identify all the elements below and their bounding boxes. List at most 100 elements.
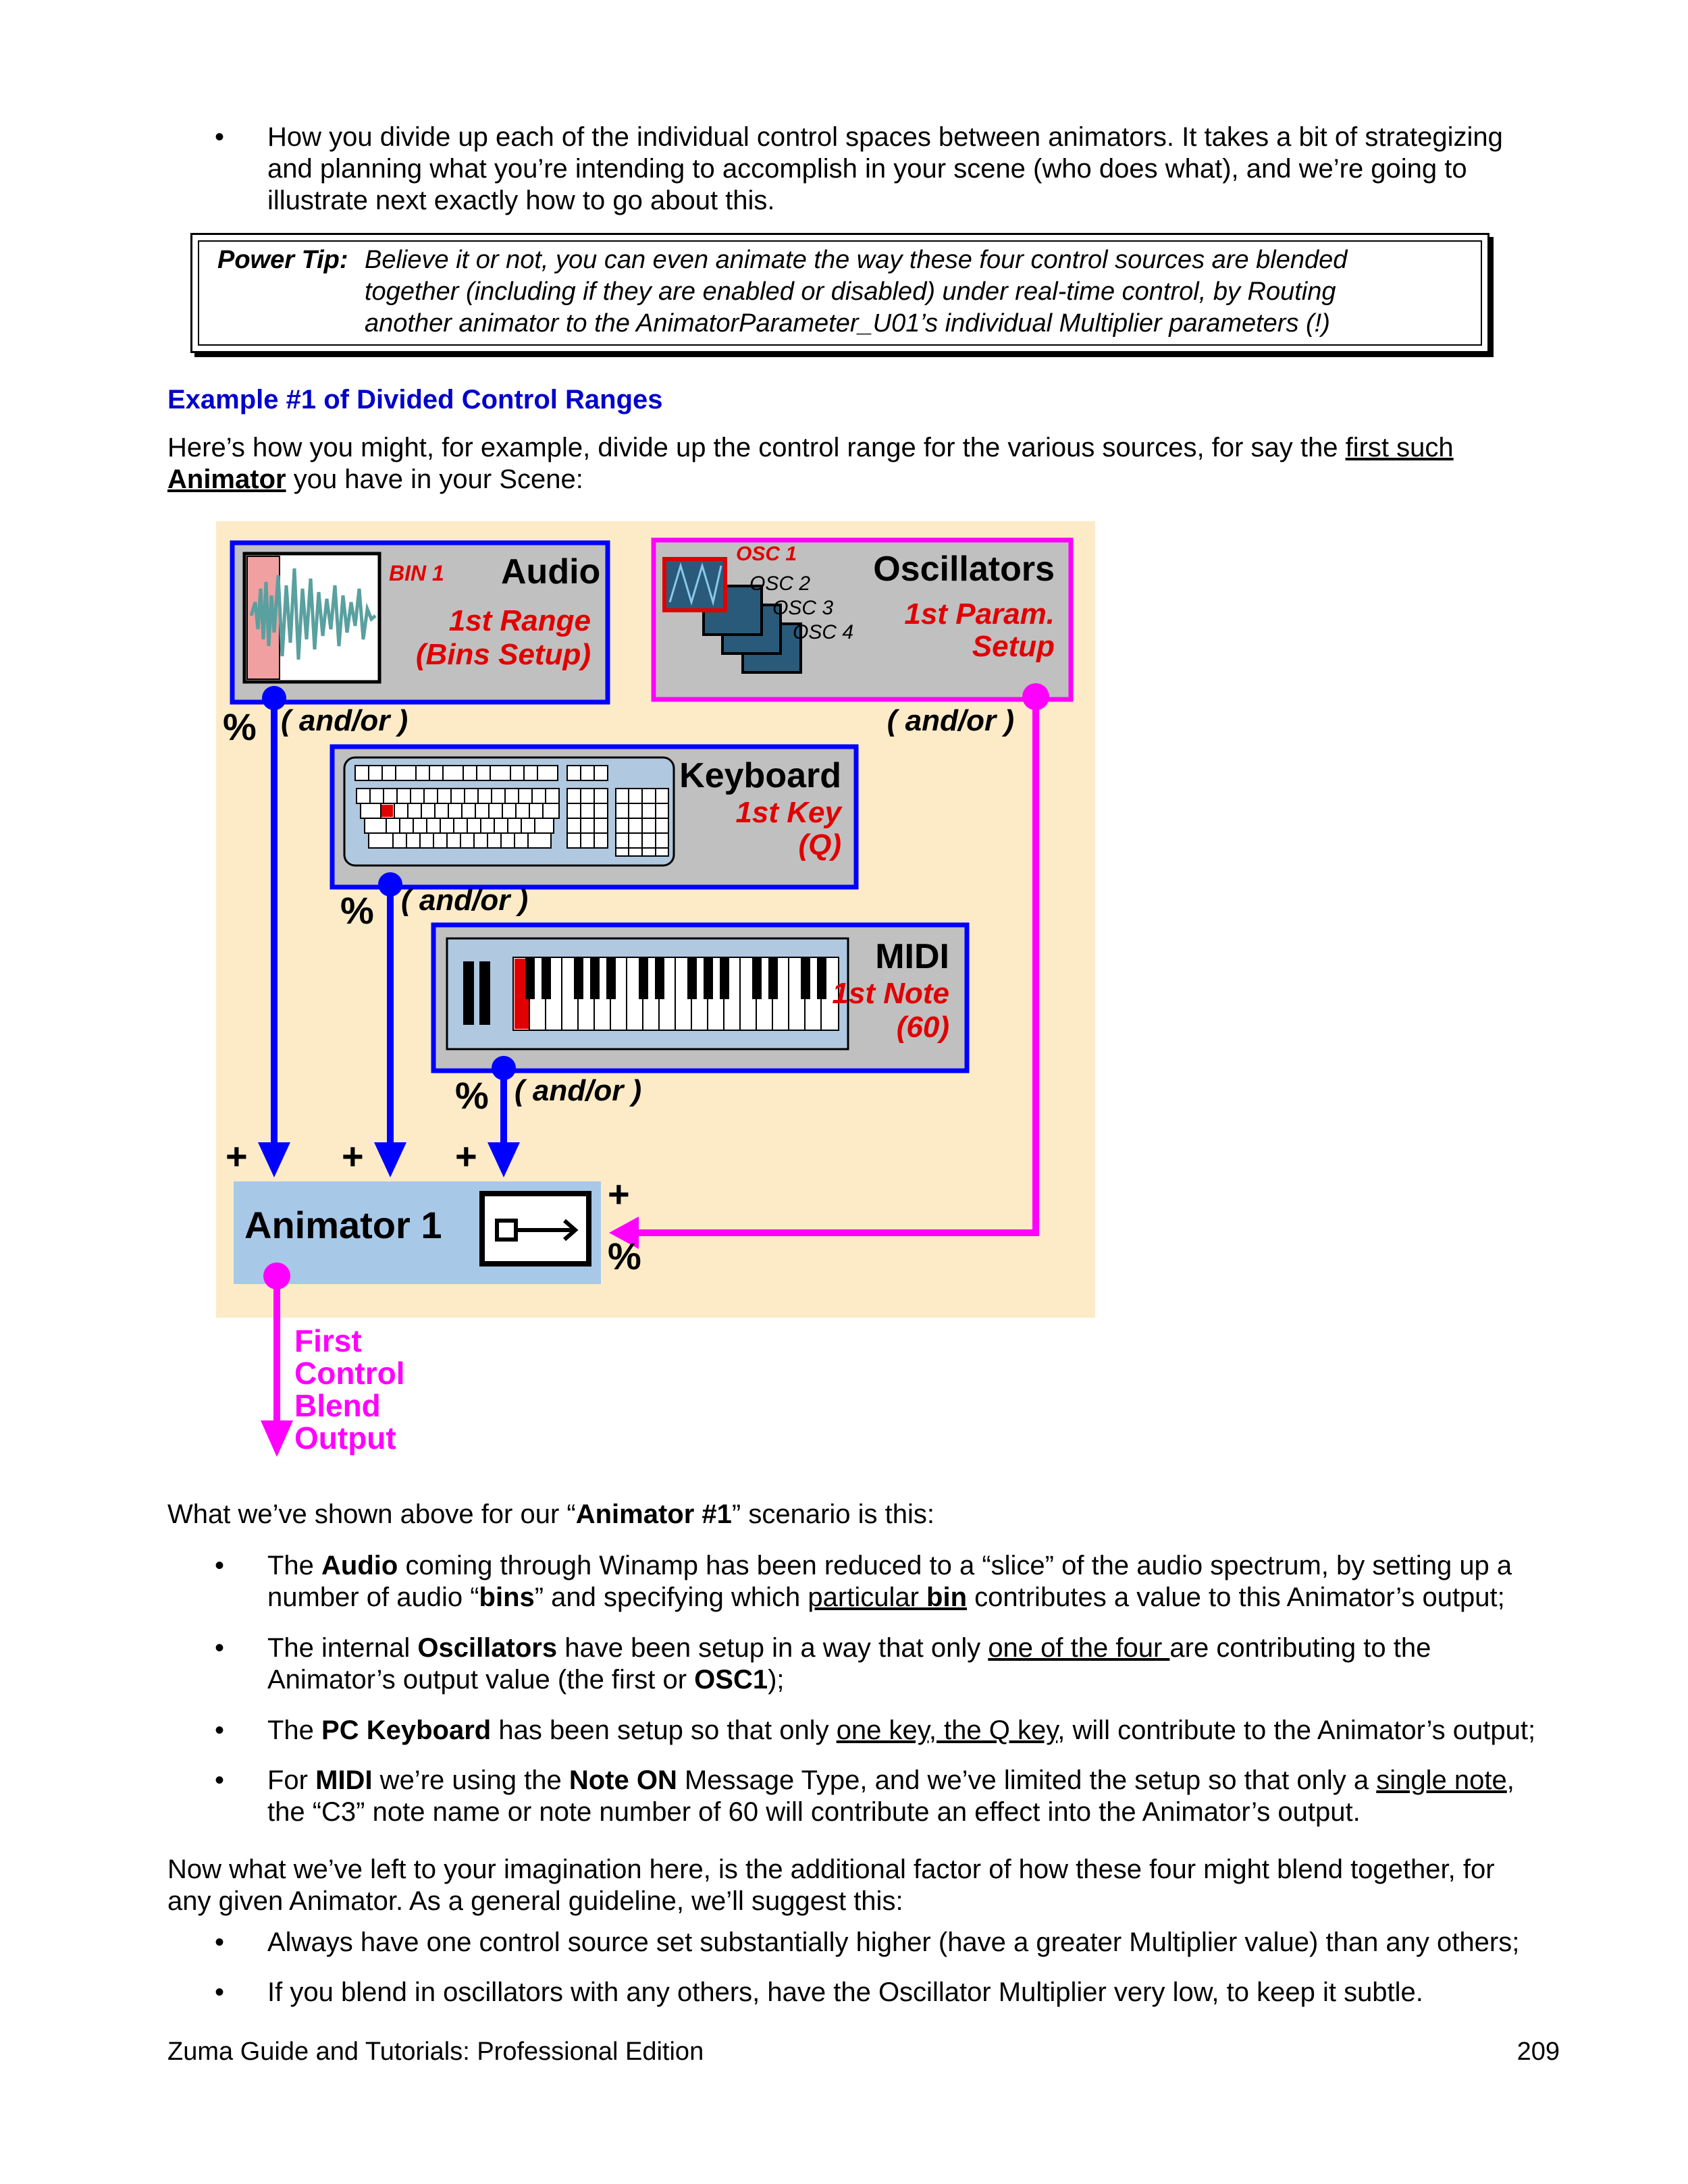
summary-intro: What we’ve shown above for our “Animator… <box>167 1499 934 1530</box>
bullet-audio: The Audio coming through Winamp has been… <box>267 1550 1584 1614</box>
percent-midi: % <box>455 1074 489 1117</box>
keyboard-sub-2: (Q) <box>798 828 841 861</box>
bullet-text: number of audio “ <box>267 1582 479 1612</box>
keyboard-connector <box>374 872 406 1177</box>
audio-sub-1: 1st Range <box>449 604 591 637</box>
power-tip-line-1: Believe it or not, you can even animate … <box>365 246 1348 274</box>
andor-label-midi: ( and/or ) <box>515 1074 641 1107</box>
intro-line-1: How you divide up each of the individual… <box>267 122 1503 152</box>
bullet-bold: OSC1 <box>694 1665 768 1695</box>
bullet-keyboard: The PC Keyboard has been setup so that o… <box>267 1715 1584 1747</box>
bullet-midi: For MIDI we’re using the Note ON Message… <box>267 1765 1584 1828</box>
plus-keyboard: + <box>342 1135 364 1177</box>
osc-3-label: OSC 3 <box>772 597 833 619</box>
output-label-3: Blend <box>294 1388 381 1423</box>
bullet-marker: • <box>215 1927 225 1957</box>
bullet-bold: MIDI <box>315 1765 373 1795</box>
andor-label-keyboard: ( and/or ) <box>401 884 528 917</box>
footer-title: Zuma Guide and Tutorials: Professional E… <box>167 2037 704 2066</box>
andor-label-oscillators: ( and/or ) <box>887 704 1014 737</box>
bullet-underline: single note <box>1376 1765 1507 1795</box>
bullet-text: The internal <box>267 1633 418 1663</box>
oscillators-sub-1: 1st Param. <box>904 597 1055 631</box>
midi-source-box: MIDI 1st Note (60) <box>431 922 970 1073</box>
bullet-text: , will contribute to the Animator’s outp… <box>1057 1715 1536 1745</box>
oscillator-icons <box>662 557 802 674</box>
intro-paragraph-rest: you have in your Scene: <box>286 464 583 494</box>
oscillators-connector <box>609 683 1049 1249</box>
q-key-highlight <box>381 805 393 817</box>
oscillators-source-box: OSC 1 OSC 2 OSC 3 OSC 4 Oscillators 1st … <box>651 537 1074 702</box>
intro-bullet: How you divide up each of the individual… <box>267 122 1584 217</box>
bullet-underline-bold: bin <box>926 1582 968 1612</box>
bullet-text: The <box>267 1715 322 1745</box>
bullet-bold: PC Keyboard <box>321 1715 492 1745</box>
plus-oscillators: + <box>608 1173 630 1215</box>
osc-4-label: OSC 4 <box>793 621 853 643</box>
control-ranges-diagram: BIN 1 Audio 1st Range (Bins Setup) OSC 1… <box>216 521 1095 1318</box>
bullet-underline: particular <box>808 1582 927 1612</box>
bullet-text: the “C3” note name or note number of 60 … <box>267 1797 1361 1827</box>
keyboard-sub-1: 1st Key <box>735 796 843 829</box>
power-tip-label: Power Tip: <box>217 246 348 274</box>
intro-paragraph-underline: first such <box>1345 433 1454 462</box>
power-tip-line-3: another animator to the AnimatorParamete… <box>365 309 1330 338</box>
guideline-item: If you blend in oscillators with any oth… <box>267 1977 1423 2007</box>
closing-line-1: Now what we’ve left to your imagination … <box>167 1855 1495 1884</box>
bullet-bold: Audio <box>321 1551 398 1580</box>
keyboard-source-box: Keyboard 1st Key (Q) <box>329 744 859 890</box>
bullet-oscillators: The internal Oscillators have been setup… <box>267 1632 1584 1696</box>
bullet-text: we’re using the <box>372 1765 569 1795</box>
animator-icon <box>479 1191 591 1267</box>
bullet-text: coming through Winamp has been reduced t… <box>398 1551 1512 1580</box>
output-arrow: First Control Blend Output <box>261 1262 405 1457</box>
bullet-marker: • <box>215 1633 225 1663</box>
audio-title: Audio <box>501 552 600 591</box>
audio-sub-2: (Bins Setup) <box>416 638 591 671</box>
osc-2-label: OSC 2 <box>749 572 810 595</box>
bullet-text: ); <box>768 1665 785 1695</box>
bullet-text: For <box>267 1765 316 1795</box>
summary-intro-bold: Animator #1 <box>575 1499 732 1529</box>
percent-oscillators: % <box>608 1235 641 1277</box>
bullet-marker: • <box>215 1551 225 1580</box>
audio-connector <box>258 686 290 1177</box>
output-label-1: First <box>294 1323 362 1358</box>
bullet-text: Message Type, and we’ve limited the setu… <box>677 1765 1377 1795</box>
output-label-2: Control <box>294 1356 405 1391</box>
intro-paragraph-bold: Animator <box>167 464 286 494</box>
intro-line-3: illustrate next exactly how to go about … <box>267 186 775 215</box>
intro-line-2: and planning what you’re intending to ac… <box>267 154 1467 184</box>
andor-label-audio: ( and/or ) <box>281 704 408 737</box>
bullet-text: contributes a value to this Animator’s o… <box>967 1582 1505 1612</box>
midi-connector <box>487 1056 520 1177</box>
summary-intro-pre: What we’ve shown above for our “ <box>167 1499 576 1529</box>
bullet-bold: Oscillators <box>417 1633 558 1663</box>
bullet-bold: bins <box>479 1582 535 1612</box>
oscillators-sub-2: Setup <box>972 630 1055 663</box>
animator-title: Animator 1 <box>244 1204 442 1246</box>
closing-paragraph: Now what we’ve left to your imagination … <box>167 1854 1572 1917</box>
bullet-text: Animator’s output value (the first or <box>267 1665 695 1695</box>
summary-intro-post: ” scenario is this: <box>731 1499 935 1529</box>
bin-label: BIN 1 <box>389 561 444 585</box>
osc-1-label: OSC 1 <box>736 543 797 565</box>
bullet-text: The <box>267 1551 322 1580</box>
section-heading: Example #1 of Divided Control Ranges <box>167 385 663 415</box>
bullet-text: ” and specifying which <box>534 1582 808 1612</box>
bullet-underline: one of the four <box>988 1633 1170 1663</box>
animator-box: Animator 1 <box>234 1181 601 1284</box>
bullet-text: are contributing to the <box>1169 1633 1431 1663</box>
plus-midi: + <box>455 1135 477 1177</box>
output-label-4: Output <box>294 1420 396 1456</box>
bullet-marker: • <box>215 122 225 152</box>
power-tip-box <box>190 233 1489 353</box>
intro-paragraph: Here’s how you might, for example, divid… <box>167 432 1552 496</box>
percent-keyboard: % <box>340 889 374 932</box>
intro-paragraph-text: Here’s how you might, for example, divid… <box>167 433 1346 462</box>
oscillators-title: Oscillators <box>873 550 1055 589</box>
bullet-marker: • <box>215 1715 225 1745</box>
power-tip-text: Believe it or not, you can even animate … <box>365 244 1458 340</box>
bullet-underline: one key, the Q key <box>836 1715 1058 1745</box>
midi-sub-1: 1st Note <box>832 977 949 1010</box>
